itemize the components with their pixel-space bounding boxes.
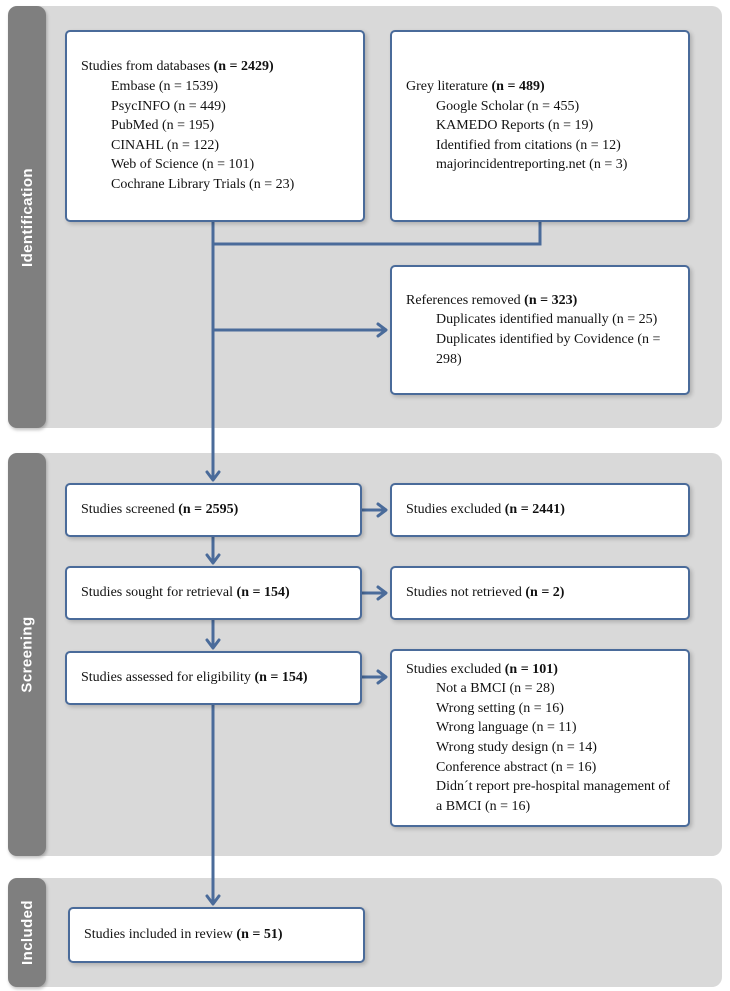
list-item: Wrong study design (n = 14) <box>436 740 597 755</box>
list-item: Web of Science (n = 101) <box>111 157 255 173</box>
sidebar-screening: Screening <box>8 453 46 856</box>
box-grey-literature: Grey literature (n = 489) Google Scholar… <box>390 30 690 222</box>
box-studies-included-in-review: Studies included in review (n = 51) <box>68 907 365 963</box>
box-item-list: Not a BMCI (n = 28) Wrong setting (n = 1… <box>406 679 678 816</box>
box-studies-from-databases: Studies from databases (n = 2429) Embase… <box>65 30 365 222</box>
list-item: PsycINFO (n = 449) <box>111 98 226 114</box>
list-item: Cochrane Library Trials (n = 23) <box>111 176 295 192</box>
box-title: References removed (n = 323) <box>406 292 578 308</box>
box-title: Studies sought for retrieval (n = 154) <box>81 585 290 601</box>
box-title: Studies screened (n = 2595) <box>81 502 239 518</box>
list-item: Wrong language (n = 11) <box>436 720 577 736</box>
sidebar-included: Included <box>8 878 46 987</box>
list-item: Google Scholar (n = 455) <box>436 98 580 114</box>
list-item: Wrong setting (n = 16) <box>436 700 564 716</box>
list-item: Embase (n = 1539) <box>111 79 219 95</box>
box-studies-excluded-screening: Studies excluded (n = 2441) <box>390 483 690 537</box>
box-title: Studies not retrieved (n = 2) <box>406 585 565 601</box>
box-references-removed: References removed (n = 323) Duplicates … <box>390 265 690 395</box>
box-title: Studies excluded (n = 2441) <box>406 502 565 518</box>
box-studies-excluded-eligibility: Studies excluded (n = 101) Not a BMCI (n… <box>390 649 690 827</box>
box-studies-sought-for-retrieval: Studies sought for retrieval (n = 154) <box>65 566 362 620</box>
list-item: majorincidentreporting.net (n = 3) <box>436 157 628 173</box>
list-item: PubMed (n = 195) <box>111 118 215 134</box>
box-studies-screened: Studies screened (n = 2595) <box>65 483 362 537</box>
list-item: Duplicates identified by Covidence (n = … <box>436 332 661 367</box>
list-item: KAMEDO Reports (n = 19) <box>436 118 594 134</box>
box-studies-assessed-for-eligibility: Studies assessed for eligibility (n = 15… <box>65 651 362 705</box>
list-item: CINAHL (n = 122) <box>111 137 220 153</box>
box-item-list: Embase (n = 1539) PsycINFO (n = 449) Pub… <box>81 77 353 195</box>
box-title: Studies assessed for eligibility (n = 15… <box>81 670 308 686</box>
connector-grey-to-main <box>213 222 542 246</box>
box-title: Studies included in review (n = 51) <box>84 927 283 943</box>
list-item: Conference abstract (n = 16) <box>436 759 597 775</box>
box-item-list: Google Scholar (n = 455) KAMEDO Reports … <box>406 97 678 175</box>
list-item: Identified from citations (n = 12) <box>436 137 621 153</box>
box-title: Studies excluded (n = 101) <box>406 661 558 677</box>
sidebar-identification: Identification <box>8 6 46 428</box>
box-title: Grey literature (n = 489) <box>406 79 545 95</box>
list-item: Not a BMCI (n = 28) <box>436 681 555 697</box>
list-item: Didn´t report pre-hospital management of… <box>436 779 671 814</box>
box-studies-not-retrieved: Studies not retrieved (n = 2) <box>390 566 690 620</box>
box-item-list: Duplicates identified manually (n = 25) … <box>406 310 678 369</box>
box-title: Studies from databases (n = 2429) <box>81 59 274 75</box>
list-item: Duplicates identified manually (n = 25) <box>436 312 658 328</box>
